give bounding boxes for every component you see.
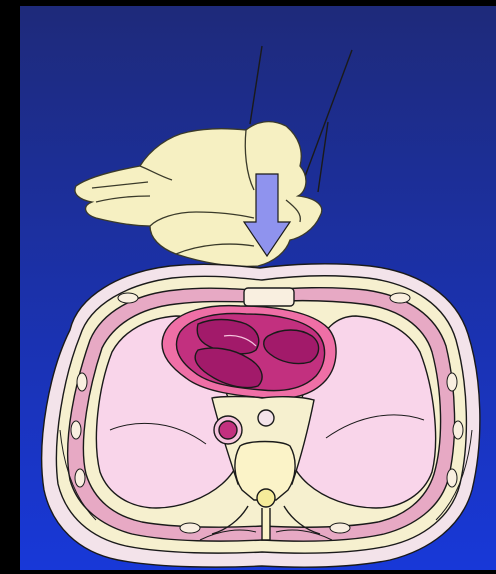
aorta	[219, 421, 237, 439]
spinal-canal	[257, 489, 275, 507]
chest-cross-section	[42, 264, 480, 567]
sternum	[244, 288, 294, 306]
esophagus	[258, 410, 274, 426]
spinous-process	[262, 508, 270, 540]
